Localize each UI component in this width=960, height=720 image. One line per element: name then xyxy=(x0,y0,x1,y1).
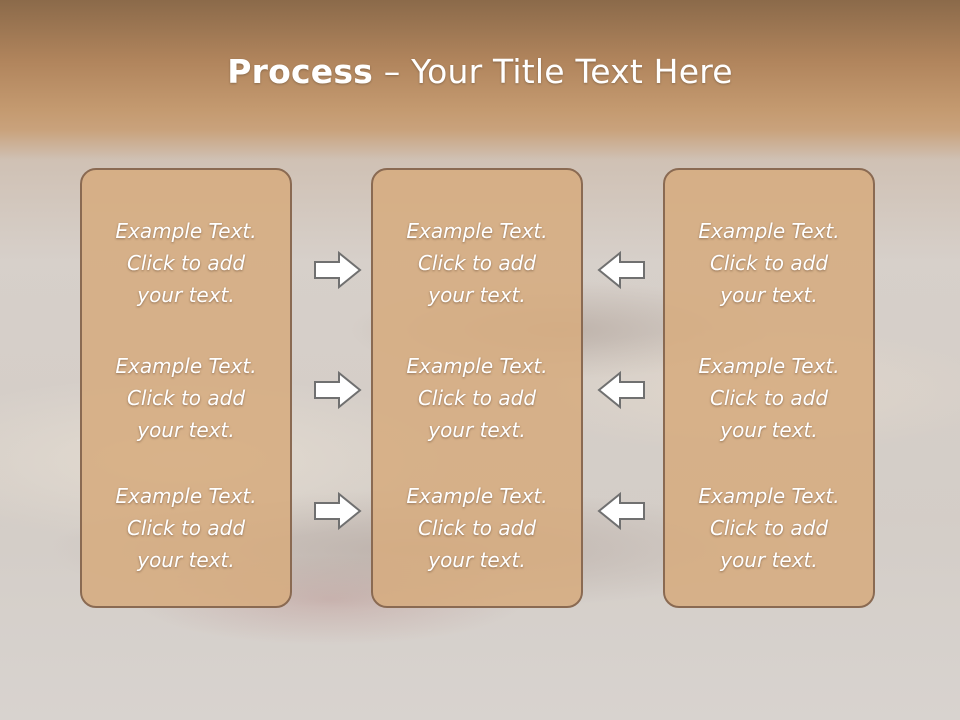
left-arrow-icon xyxy=(596,250,646,290)
panel-left-text-1[interactable]: Example Text. Click to add your text. xyxy=(115,219,257,307)
panel-center-text-3[interactable]: Example Text. Click to add your text. xyxy=(406,484,548,572)
panel-left[interactable]: Example Text. Click to add your text. Ex… xyxy=(80,168,292,608)
panel-center-text-1[interactable]: Example Text. Click to add your text. xyxy=(406,219,548,307)
right-arrow-icon xyxy=(313,250,363,290)
title-rest: – Your Title Text Here xyxy=(373,52,733,91)
panel-right-text-2[interactable]: Example Text. Click to add your text. xyxy=(698,354,840,442)
panel-left-text-2[interactable]: Example Text. Click to add your text. xyxy=(115,354,257,442)
title-bold: Process xyxy=(227,52,374,91)
left-arrow-icon xyxy=(596,491,646,531)
panel-right[interactable]: Example Text. Click to add your text. Ex… xyxy=(663,168,875,608)
panel-right-text-1[interactable]: Example Text. Click to add your text. xyxy=(698,219,840,307)
panel-center[interactable]: Example Text. Click to add your text. Ex… xyxy=(371,168,583,608)
panel-center-text-2[interactable]: Example Text. Click to add your text. xyxy=(406,354,548,442)
slide-title[interactable]: Process – Your Title Text Here xyxy=(0,52,960,91)
left-arrow-icon xyxy=(596,370,646,410)
panel-right-text-3[interactable]: Example Text. Click to add your text. xyxy=(698,484,840,572)
right-arrow-icon xyxy=(313,370,363,410)
panel-left-text-3[interactable]: Example Text. Click to add your text. xyxy=(115,484,257,572)
right-arrow-icon xyxy=(313,491,363,531)
